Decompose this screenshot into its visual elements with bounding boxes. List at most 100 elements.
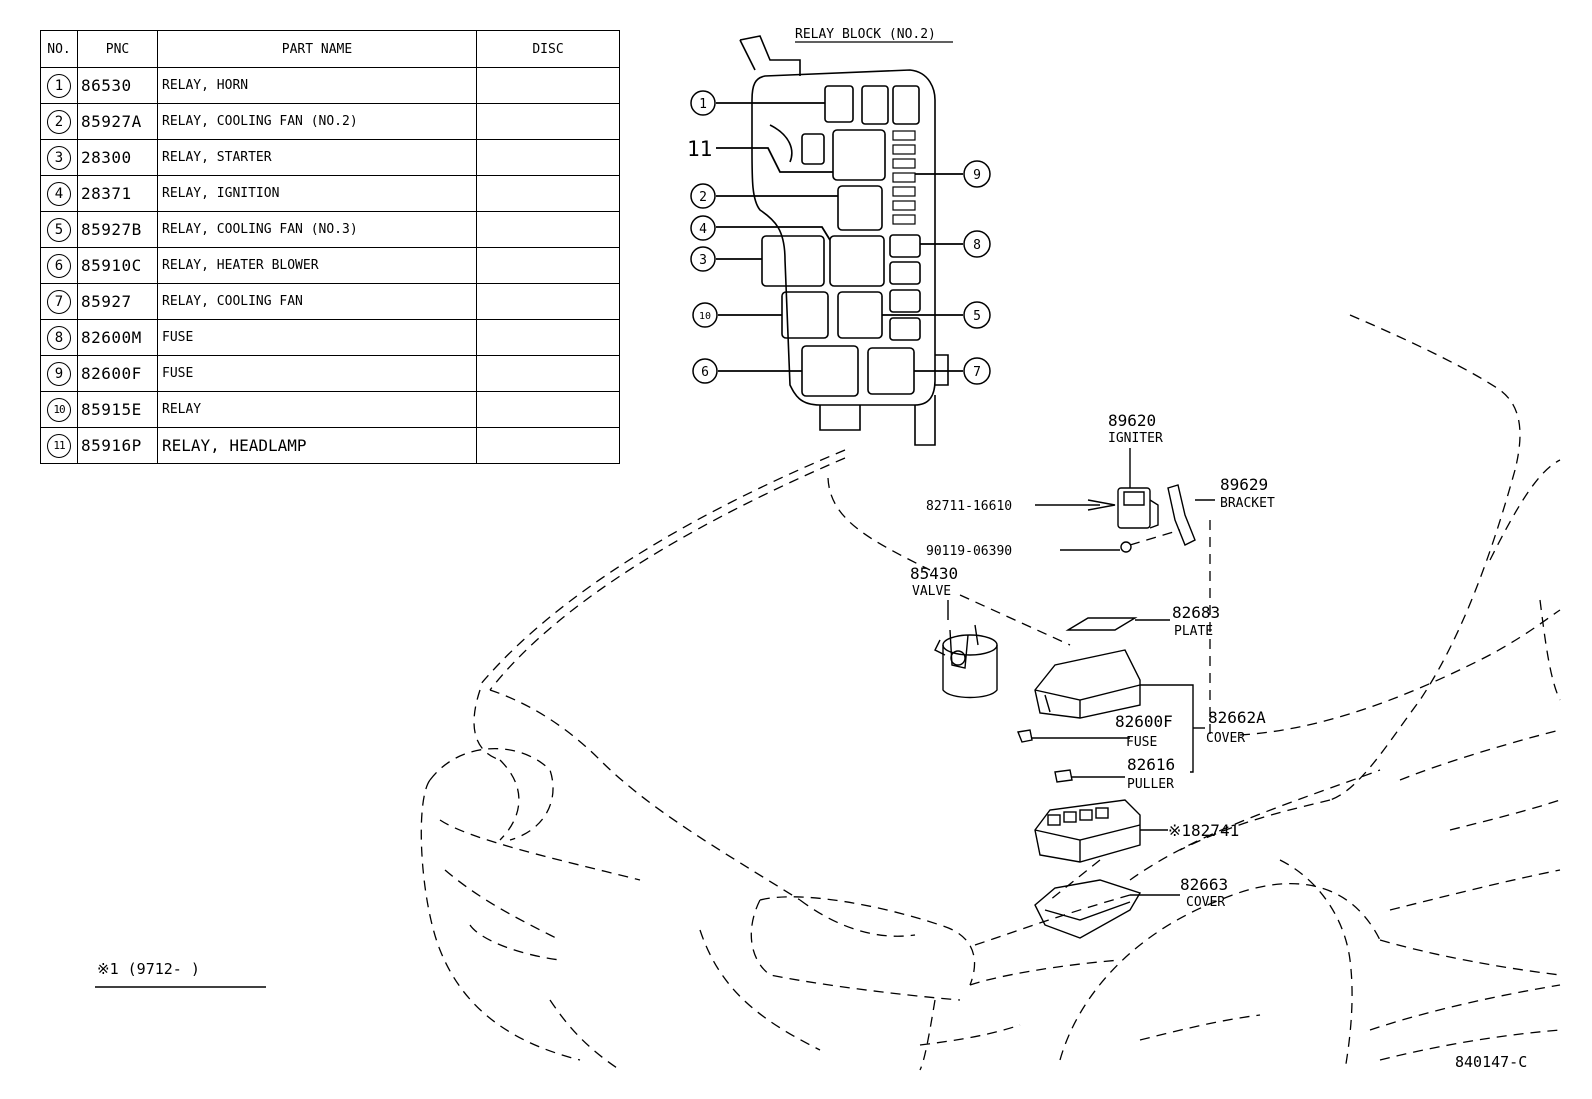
bolt-pnc: 82711-16610 [926,499,1012,514]
row-number: 1 [47,73,71,98]
row-part-name: FUSE [157,319,477,356]
row-pnc: 86530 [77,67,158,104]
puller-name: PULLER [1127,777,1174,792]
row-part-name: RELAY, HEADLAMP [157,427,477,464]
part-labels: 89620 IGNITER 89629 BRACKET 82711-16610 … [910,411,1275,910]
lower-cover-name: COVER [1186,895,1225,910]
valve-pnc: 85430 [910,564,958,583]
bracket-name: BRACKET [1220,496,1275,511]
row-disc [476,103,620,140]
row-part-name: RELAY, HEATER BLOWER [157,247,477,284]
screw-pnc: 90119-06390 [926,544,1012,559]
header-disc: DISC [476,30,620,68]
row-number: 4 [47,181,71,206]
igniter-pnc: 89620 [1108,411,1156,430]
table-row: 3 28300 RELAY, STARTER [40,139,620,176]
row-number: 10 [47,397,71,422]
lower-cover-drawing [1034,879,1180,939]
row-disc [476,319,620,356]
row-disc [476,139,620,176]
row-pnc: 28371 [77,175,158,212]
row-pnc: 85927A [77,103,158,140]
table-row: 10 85915E RELAY [40,391,620,428]
lower-cover-pnc: 82663 [1180,875,1228,894]
valve-drawing [934,600,998,699]
row-pnc: 82600F [77,355,158,392]
row-number: 6 [47,253,71,278]
row-disc [476,427,620,464]
callout-2: 2 [699,190,707,205]
row-part-name: RELAY, COOLING FAN (NO.3) [157,211,477,248]
table-row: 1 86530 RELAY, HORN [40,67,620,104]
header-pnc: PNC [77,30,158,68]
row-disc [476,247,620,284]
row-part-name: RELAY, COOLING FAN [157,283,477,320]
header-no: NO. [40,30,78,68]
puller-pnc: 82616 [1127,755,1175,774]
igniter-name: IGNITER [1108,431,1163,446]
row-number: 11 [47,433,71,458]
fuse-name: FUSE [1126,735,1157,750]
relay-block [739,35,949,446]
relay-callout-lines [716,102,963,372]
plate-pnc: 82683 [1172,603,1220,622]
block-drawing [1034,799,1168,863]
callout-10: 10 [699,311,711,322]
row-number: 3 [47,145,71,170]
row-number: 8 [47,325,71,350]
valve-name: VALVE [912,584,951,599]
callout-8: 8 [973,238,981,253]
fuse-drawing [1017,729,1130,743]
table-row: 9 82600F FUSE [40,355,620,392]
table-row: 11 85916P RELAY, HEADLAMP [40,427,620,464]
row-number: 2 [47,109,71,134]
row-pnc: 85927B [77,211,158,248]
table-row: 2 85927A RELAY, COOLING FAN (NO.2) [40,103,620,140]
row-pnc: 85916P [77,427,158,464]
block-pnc: ※182741 [1168,821,1239,840]
cover-name: COVER [1206,731,1245,746]
row-number: 5 [47,217,71,242]
puller-drawing [1054,769,1125,783]
relay-callouts: 1 11 2 4 3 10 6 9 8 5 7 [687,90,991,385]
fuse-pnc: 82600F [1115,712,1173,731]
row-number: 7 [47,289,71,314]
callout-7: 7 [973,365,981,380]
igniter-drawing [1035,448,1215,553]
row-part-name: RELAY, STARTER [157,139,477,176]
illustration-id: 840147-C [1455,1053,1527,1071]
table-row: 8 82600M FUSE [40,319,620,356]
table-row: 5 85927B RELAY, COOLING FAN (NO.3) [40,211,620,248]
row-disc [476,283,620,320]
row-part-name: RELAY [157,391,477,428]
relay-block-title: RELAY BLOCK (NO.2) [795,27,936,42]
table-row: 7 85927 RELAY, COOLING FAN [40,283,620,320]
callout-9: 9 [973,168,981,183]
row-disc [476,211,620,248]
row-pnc: 82600M [77,319,158,356]
table-row: 6 85910C RELAY, HEATER BLOWER [40,247,620,284]
table-row: 4 28371 RELAY, IGNITION [40,175,620,212]
row-disc [476,67,620,104]
header-part-name: PART NAME [157,30,477,68]
row-part-name: RELAY, IGNITION [157,175,477,212]
callout-1: 1 [699,97,707,112]
row-pnc: 85915E [77,391,158,428]
row-number: 9 [47,361,71,386]
row-pnc: 85910C [77,247,158,284]
table-header-row: NO. PNC PART NAME DISC [40,30,620,68]
bracket-pnc: 89629 [1220,475,1268,494]
row-disc [476,391,620,428]
row-part-name: FUSE [157,355,477,392]
row-pnc: 85927 [77,283,158,320]
callout-4: 4 [699,222,707,237]
callout-6: 6 [701,365,709,380]
callout-11: 11 [687,137,712,161]
row-pnc: 28300 [77,139,158,176]
plate-drawing [1065,617,1170,631]
cover-pnc: 82662A [1208,708,1266,727]
parts-table: NO. PNC PART NAME DISC 1 86530 RELAY, HO… [40,30,620,464]
row-part-name: RELAY, HORN [157,67,477,104]
row-disc [476,355,620,392]
